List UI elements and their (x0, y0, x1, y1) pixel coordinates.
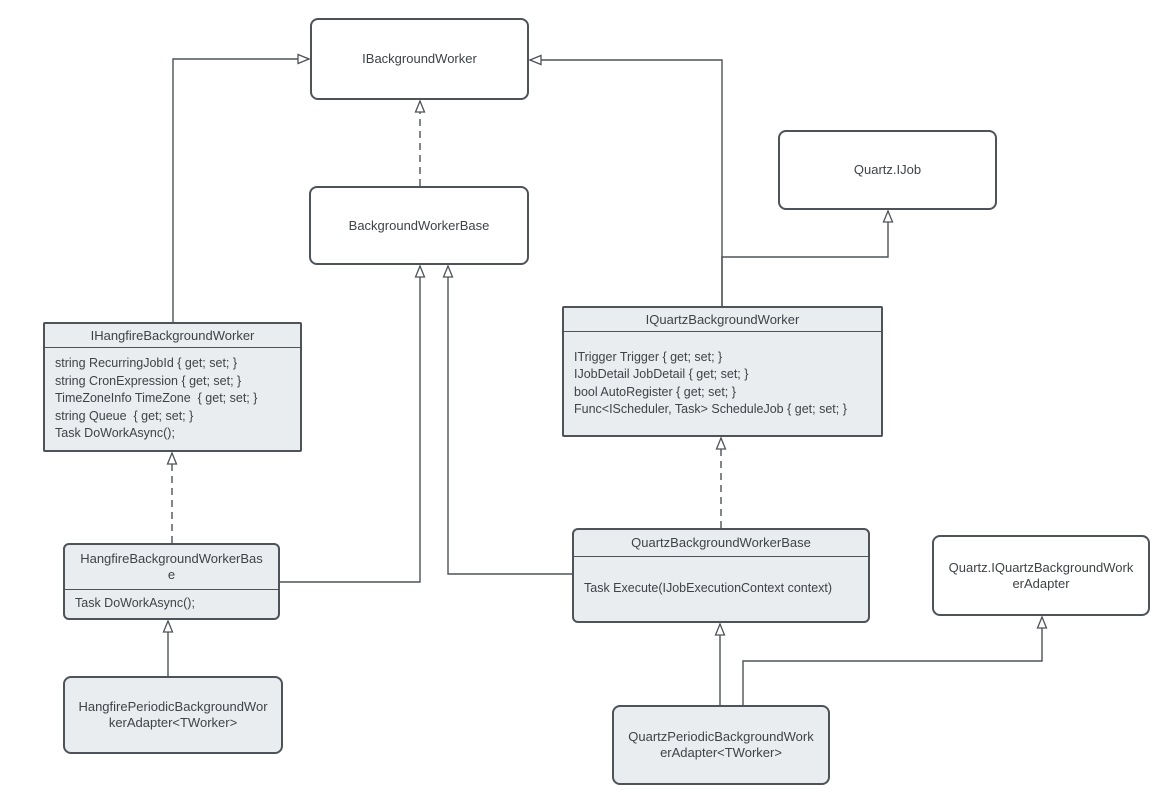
edge-iquartzbackgroundworker-to-quartz-ijob[interactable] (721, 211, 888, 306)
member-line: TimeZoneInfo TimeZone { get; set; } (55, 391, 258, 406)
class-node-quartz-iquartzbackgroundworkeradapter[interactable]: Quartz.IQuartzBackgroundWorkerAdapter (932, 535, 1150, 616)
node-label: Quartz.IJob (853, 162, 922, 177)
node-members: Task Execute(IJobExecutionContext contex… (574, 557, 868, 621)
class-node-backgroundworkerbase[interactable]: BackgroundWorkerBase (309, 186, 529, 265)
member-line: bool AutoRegister { get; set; } (574, 384, 736, 399)
class-node-ibackgroundworker[interactable]: IBackgroundWorker (310, 18, 529, 100)
member-line: Task Execute(IJobExecutionContext contex… (584, 581, 833, 596)
node-label: HangfirePeriodicBackgroundWorkerAdapter<… (78, 699, 268, 730)
node-members: ITrigger Trigger { get; set; } IJobDetail… (564, 332, 881, 435)
member-line: ITrigger Trigger { get; set; } (574, 349, 723, 364)
class-node-quartz-ijob[interactable]: Quartz.IJob (778, 130, 997, 210)
node-label: QuartzPeriodicBackgroundWorkerAdapter<TW… (628, 729, 814, 760)
node-title: QuartzBackgroundWorkerBase (574, 530, 868, 557)
node-label: Quartz.IQuartzBackgroundWorkerAdapter (948, 559, 1134, 591)
member-line: Func<IScheduler, Task> ScheduleJob { get… (574, 402, 847, 416)
node-label: IBackgroundWorker (362, 51, 477, 66)
edge-ihangfirebackgroundworker-to-ibackgroundworker[interactable] (172, 59, 309, 322)
class-node-quartzperiodicbackgroundworkeradapter[interactable]: QuartzPeriodicBackgroundWorkerAdapter<TW… (612, 705, 830, 785)
node-title: IHangfireBackgroundWorker (45, 324, 300, 348)
edge-iquartzbackgroundworker-to-ibackgroundworker[interactable] (530, 60, 723, 306)
member-line: string RecurringJobId { get; set; } (55, 356, 238, 371)
class-node-hangfireperiodicbackgroundworkeradapter[interactable]: HangfirePeriodicBackgroundWorkerAdapter<… (63, 676, 283, 754)
node-title: IQuartzBackgroundWorker (564, 308, 881, 332)
edge-quartzperiodicbackgroundworkeradapter-to-quartz-iquartzbackgroundworkeradapter[interactable] (742, 617, 1042, 705)
node-members: string RecurringJobId { get; set; } strin… (45, 348, 300, 450)
member-line: string Queue { get; set; } (55, 408, 194, 423)
member-line: IJobDetail JobDetail { get; set; } (574, 367, 749, 381)
member-line: string CronExpression { get; set; } (55, 373, 242, 388)
node-title: HangfireBackgroundWorkerBase (65, 545, 278, 590)
edge-quartzbackgroundworkerbase-to-backgroundworkerbase[interactable] (448, 266, 572, 575)
node-members: Task DoWorkAsync(); (65, 590, 278, 618)
member-line: Task DoWorkAsync(); (75, 596, 195, 611)
node-label: BackgroundWorkerBase (348, 217, 490, 233)
edge-hangfirebackgroundworkerbase-to-backgroundworkerbase[interactable] (280, 266, 420, 583)
member-line: Task DoWorkAsync(); (55, 426, 175, 441)
